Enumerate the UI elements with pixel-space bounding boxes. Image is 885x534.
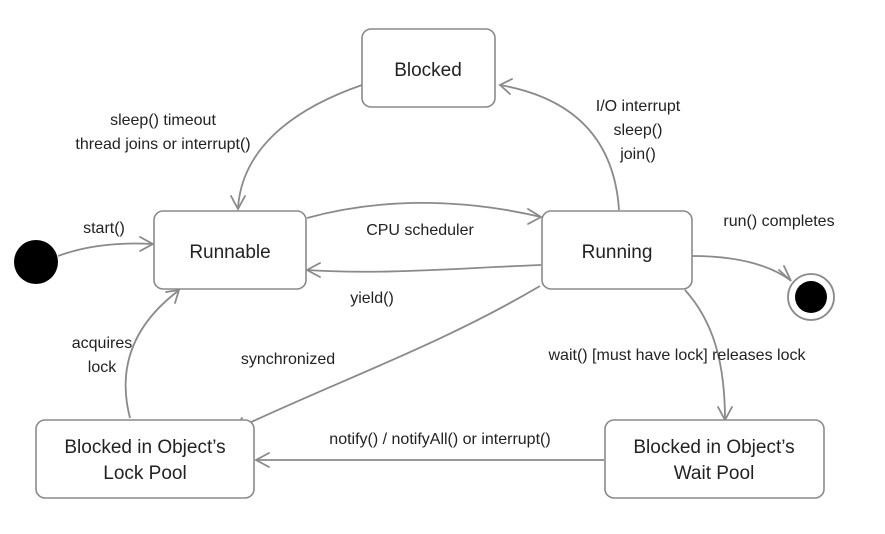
label-sleep: sleep() xyxy=(614,122,663,139)
label-thread-joins: thread joins or interrupt() xyxy=(75,136,250,153)
arrowhead-running-to-blocked xyxy=(498,78,513,95)
arrowhead-runnable-to-running xyxy=(527,208,543,225)
initial-state-node xyxy=(14,240,58,284)
edge-running-to-runnable xyxy=(306,264,542,273)
edge-lockpool-to-runnable xyxy=(124,290,179,419)
state-lock-pool-label-line2: Lock Pool xyxy=(103,463,186,484)
state-blocked-label: Blocked xyxy=(394,60,462,81)
label-run-completes: run() completes xyxy=(723,213,834,230)
arrowhead-lockpool-to-runnable xyxy=(165,288,181,304)
arrowhead-running-to-runnable xyxy=(305,262,321,278)
label-io-interrupt: I/O interrupt xyxy=(596,98,681,115)
state-wait-pool: Blocked in Object’s Wait Pool xyxy=(604,419,825,499)
state-running: Running xyxy=(541,210,693,290)
state-running-label: Running xyxy=(582,242,653,263)
label-wait-releases-lock: wait() [must have lock] releases lock xyxy=(548,347,807,364)
label-notify: notify() / notifyAll() or interrupt() xyxy=(329,431,550,448)
label-acquires: acquires xyxy=(72,335,132,352)
edge-running-to-blocked xyxy=(499,84,620,211)
edge-blocked-to-runnable xyxy=(237,84,363,209)
label-lock: lock xyxy=(88,359,117,376)
label-yield: yield() xyxy=(350,290,394,307)
edge-running-to-lockpool xyxy=(233,285,541,431)
state-runnable: Runnable xyxy=(153,210,307,290)
edges xyxy=(57,78,792,468)
state-lock-pool: Blocked in Object’s Lock Pool xyxy=(35,419,255,499)
label-start: start() xyxy=(83,220,125,237)
arrowhead-start-to-runnable xyxy=(139,236,155,252)
label-cpu-scheduler: CPU scheduler xyxy=(366,222,474,239)
state-wait-pool-label-line1: Blocked in Object’s xyxy=(633,437,794,458)
edge-running-to-waitpool xyxy=(684,289,726,421)
final-state-node xyxy=(795,281,827,313)
label-synchronized: synchronized xyxy=(241,351,335,368)
arrowhead-blocked-to-runnable xyxy=(230,195,246,211)
state-lock-pool-label-line1: Blocked in Object’s xyxy=(64,437,225,458)
edge-runnable-to-running xyxy=(306,201,542,219)
edge-start-to-runnable xyxy=(57,242,153,257)
arrowhead-running-to-end xyxy=(778,265,792,282)
arrowhead-waitpool-to-lockpool xyxy=(254,452,270,468)
label-sleep-timeout: sleep() timeout xyxy=(110,112,216,129)
state-runnable-label: Runnable xyxy=(189,242,270,263)
state-blocked: Blocked xyxy=(361,28,496,108)
state-wait-pool-label-line2: Wait Pool xyxy=(674,463,755,484)
edge-running-to-end xyxy=(691,255,791,281)
label-join: join() xyxy=(619,146,656,163)
